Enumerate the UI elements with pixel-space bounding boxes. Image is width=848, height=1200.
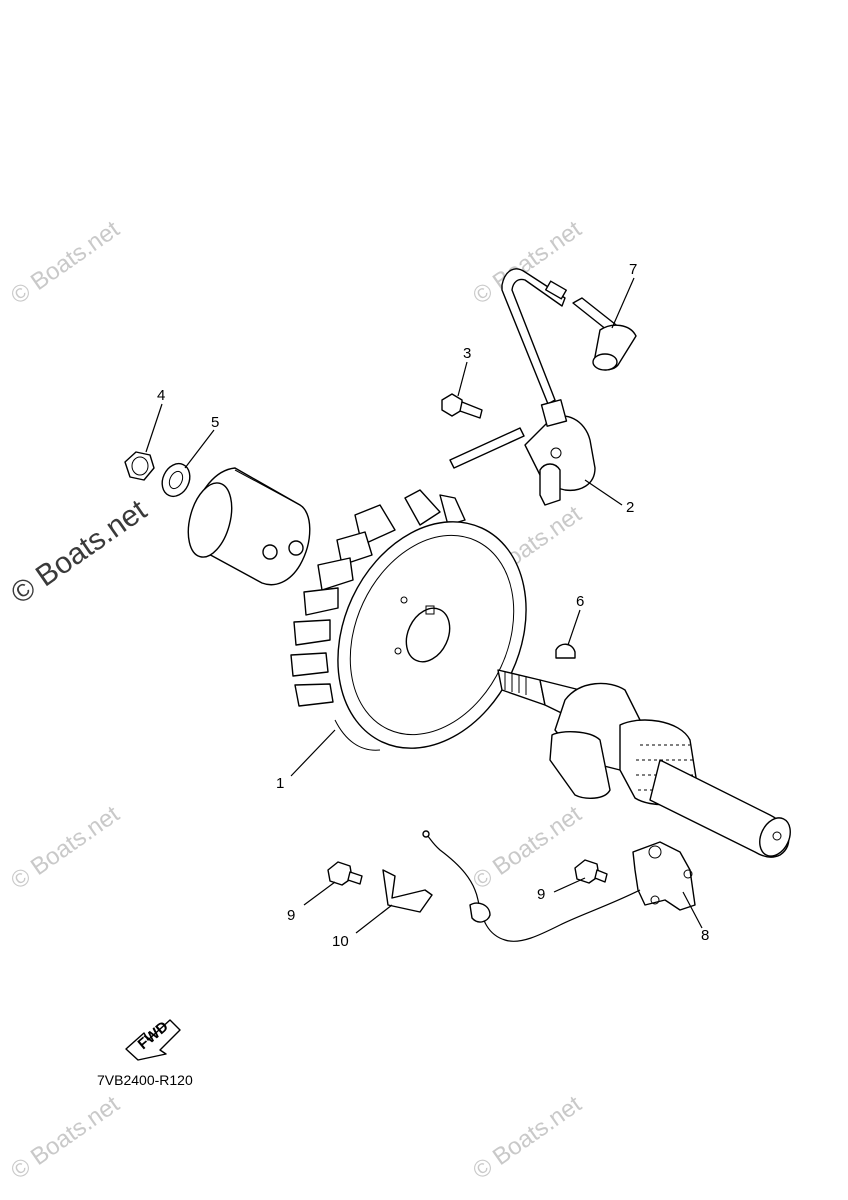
callout-label: 1 (276, 775, 284, 792)
watermark: © Boats.net (6, 215, 125, 309)
ignition-lead-part[interactable] (501, 268, 567, 405)
bracket-bolt-part[interactable] (327, 861, 363, 886)
callout-label: 4 (157, 387, 165, 404)
callout-label: 6 (576, 593, 584, 610)
washer-part[interactable] (157, 459, 195, 501)
crankshaft-part[interactable] (497, 669, 796, 861)
watermark: © Boats.net (6, 800, 125, 894)
callout-label: 10 (332, 933, 349, 950)
woodruff-key-part[interactable] (555, 643, 576, 659)
drawing-code: 7VB2400-R120 (97, 1072, 193, 1088)
watermark: © Boats.net (468, 215, 587, 309)
leader-lines (145, 277, 703, 934)
ignition-coil-part[interactable] (449, 399, 596, 506)
watermark: © Boats.net (468, 800, 587, 894)
callout-label: 9 (537, 886, 545, 903)
callout-label: 2 (626, 499, 634, 516)
sensor-assembly-part[interactable] (422, 830, 696, 942)
callout-label: 3 (463, 345, 471, 362)
flywheel-nut-part[interactable] (124, 451, 155, 481)
starter-pulley-part[interactable] (181, 467, 311, 586)
callout-labels: 4 5 3 7 2 6 1 8 9 9 10 (157, 261, 709, 950)
callout-label: 7 (629, 261, 637, 278)
callout-label: 8 (701, 927, 709, 944)
coil-bolt-part[interactable] (441, 393, 483, 419)
bracket-part[interactable] (382, 869, 433, 913)
watermark-large: © Boats.net (5, 493, 153, 611)
callout-label: 5 (211, 414, 219, 431)
watermark-group: © Boats.net © Boats.net © Boats.net © Bo… (5, 215, 587, 1184)
watermark: © Boats.net (468, 1090, 587, 1184)
spark-plug-cap-part[interactable] (572, 297, 637, 371)
callout-label: 9 (287, 907, 295, 924)
flywheel-part[interactable] (290, 489, 562, 779)
watermark: © Boats.net (6, 1090, 125, 1184)
fwd-arrow-icon: FWD (125, 1018, 181, 1061)
sensor-bolt-part[interactable] (574, 859, 608, 884)
